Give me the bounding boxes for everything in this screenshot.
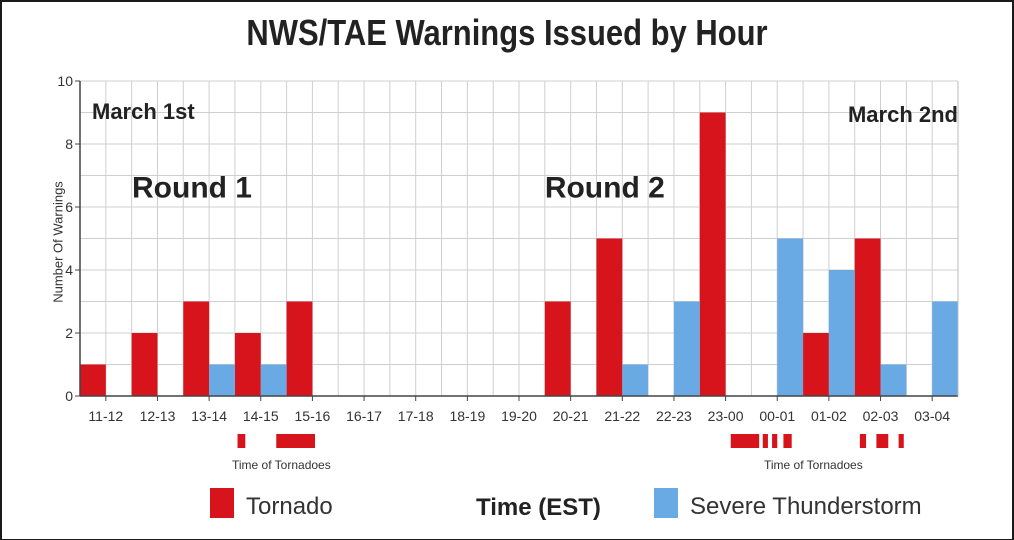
x-tick-label: 17-18: [398, 408, 434, 424]
tornado-time-marker: [237, 434, 246, 448]
tornado-time-marker: [783, 434, 792, 448]
tornado-time-marker: [762, 434, 768, 448]
date-annotation: March 1st: [92, 99, 195, 124]
bar-tornado: [596, 238, 623, 396]
date-annotation: March 2nd: [848, 102, 958, 127]
bar-severe-thunderstorm: [209, 364, 235, 396]
legend-swatch-tornado: [210, 488, 234, 518]
bar-tornado: [183, 301, 210, 396]
x-tick-label: 21-22: [604, 408, 640, 424]
bar-severe-thunderstorm: [828, 270, 855, 396]
x-tick-label: 20-21: [553, 408, 589, 424]
x-tick-label: 11-12: [88, 408, 123, 424]
bar-severe-thunderstorm: [932, 301, 958, 396]
x-tick-label: 12-13: [140, 408, 176, 424]
x-tick-label: 02-03: [863, 408, 899, 424]
chart-title: NWS/TAE Warnings Issued by Hour: [246, 12, 768, 53]
legend-label-tornado: Tornado: [246, 493, 333, 520]
y-tick-label: 2: [65, 325, 73, 341]
bar-tornado: [544, 301, 571, 396]
bar-tornado: [234, 333, 261, 396]
x-tick-label: 23-00: [708, 408, 744, 424]
tornado-time-marker: [730, 434, 760, 448]
x-tick-label: 00-01: [759, 408, 795, 424]
tornado-time-marker: [276, 434, 315, 448]
bar-tornado: [80, 364, 106, 396]
x-tick-label: 16-17: [346, 408, 382, 424]
x-axis-title: Time (EST): [476, 494, 601, 521]
bar-tornado: [854, 238, 881, 396]
tornado-time-marker: [772, 434, 778, 448]
y-tick-label: 0: [65, 388, 73, 404]
bar-severe-thunderstorm: [622, 364, 649, 396]
x-tick-label: 01-02: [811, 408, 847, 424]
x-tick-label: 15-16: [295, 408, 331, 424]
x-tick-label: 18-19: [449, 408, 485, 424]
tornado-time-marker: [859, 434, 867, 448]
y-tick-label: 10: [57, 73, 73, 89]
tornado-time-marker: [876, 434, 889, 448]
bar-severe-thunderstorm: [260, 364, 287, 396]
round-annotation: Round 1: [132, 172, 252, 205]
bar-severe-thunderstorm: [777, 238, 804, 396]
x-tick-label: 13-14: [191, 408, 227, 424]
bar-tornado: [699, 112, 726, 396]
bar-tornado: [131, 333, 158, 396]
x-tick-label: 14-15: [243, 408, 279, 424]
round-annotation: Round 2: [545, 172, 665, 205]
bar-severe-thunderstorm: [673, 301, 700, 396]
y-tick-label: 4: [65, 262, 73, 278]
legend-swatch-severe-thunderstorm: [654, 488, 678, 518]
legend-label-severe-thunderstorm: Severe Thunderstorm: [690, 493, 922, 520]
bar-severe-thunderstorm: [880, 364, 907, 396]
y-tick-label: 6: [65, 199, 73, 215]
x-tick-label: 22-23: [656, 408, 692, 424]
bar-tornado: [803, 333, 829, 396]
tornado-times-caption-round-1: Time of Tornadoes: [232, 458, 331, 472]
y-tick-label: 8: [65, 136, 73, 152]
tornado-time-marker: [898, 434, 904, 448]
bar-tornado: [286, 301, 313, 396]
tornado-times-caption-round-2: Time of Tornadoes: [764, 458, 863, 472]
x-tick-label: 03-04: [914, 408, 950, 424]
x-tick-label: 19-20: [501, 408, 537, 424]
